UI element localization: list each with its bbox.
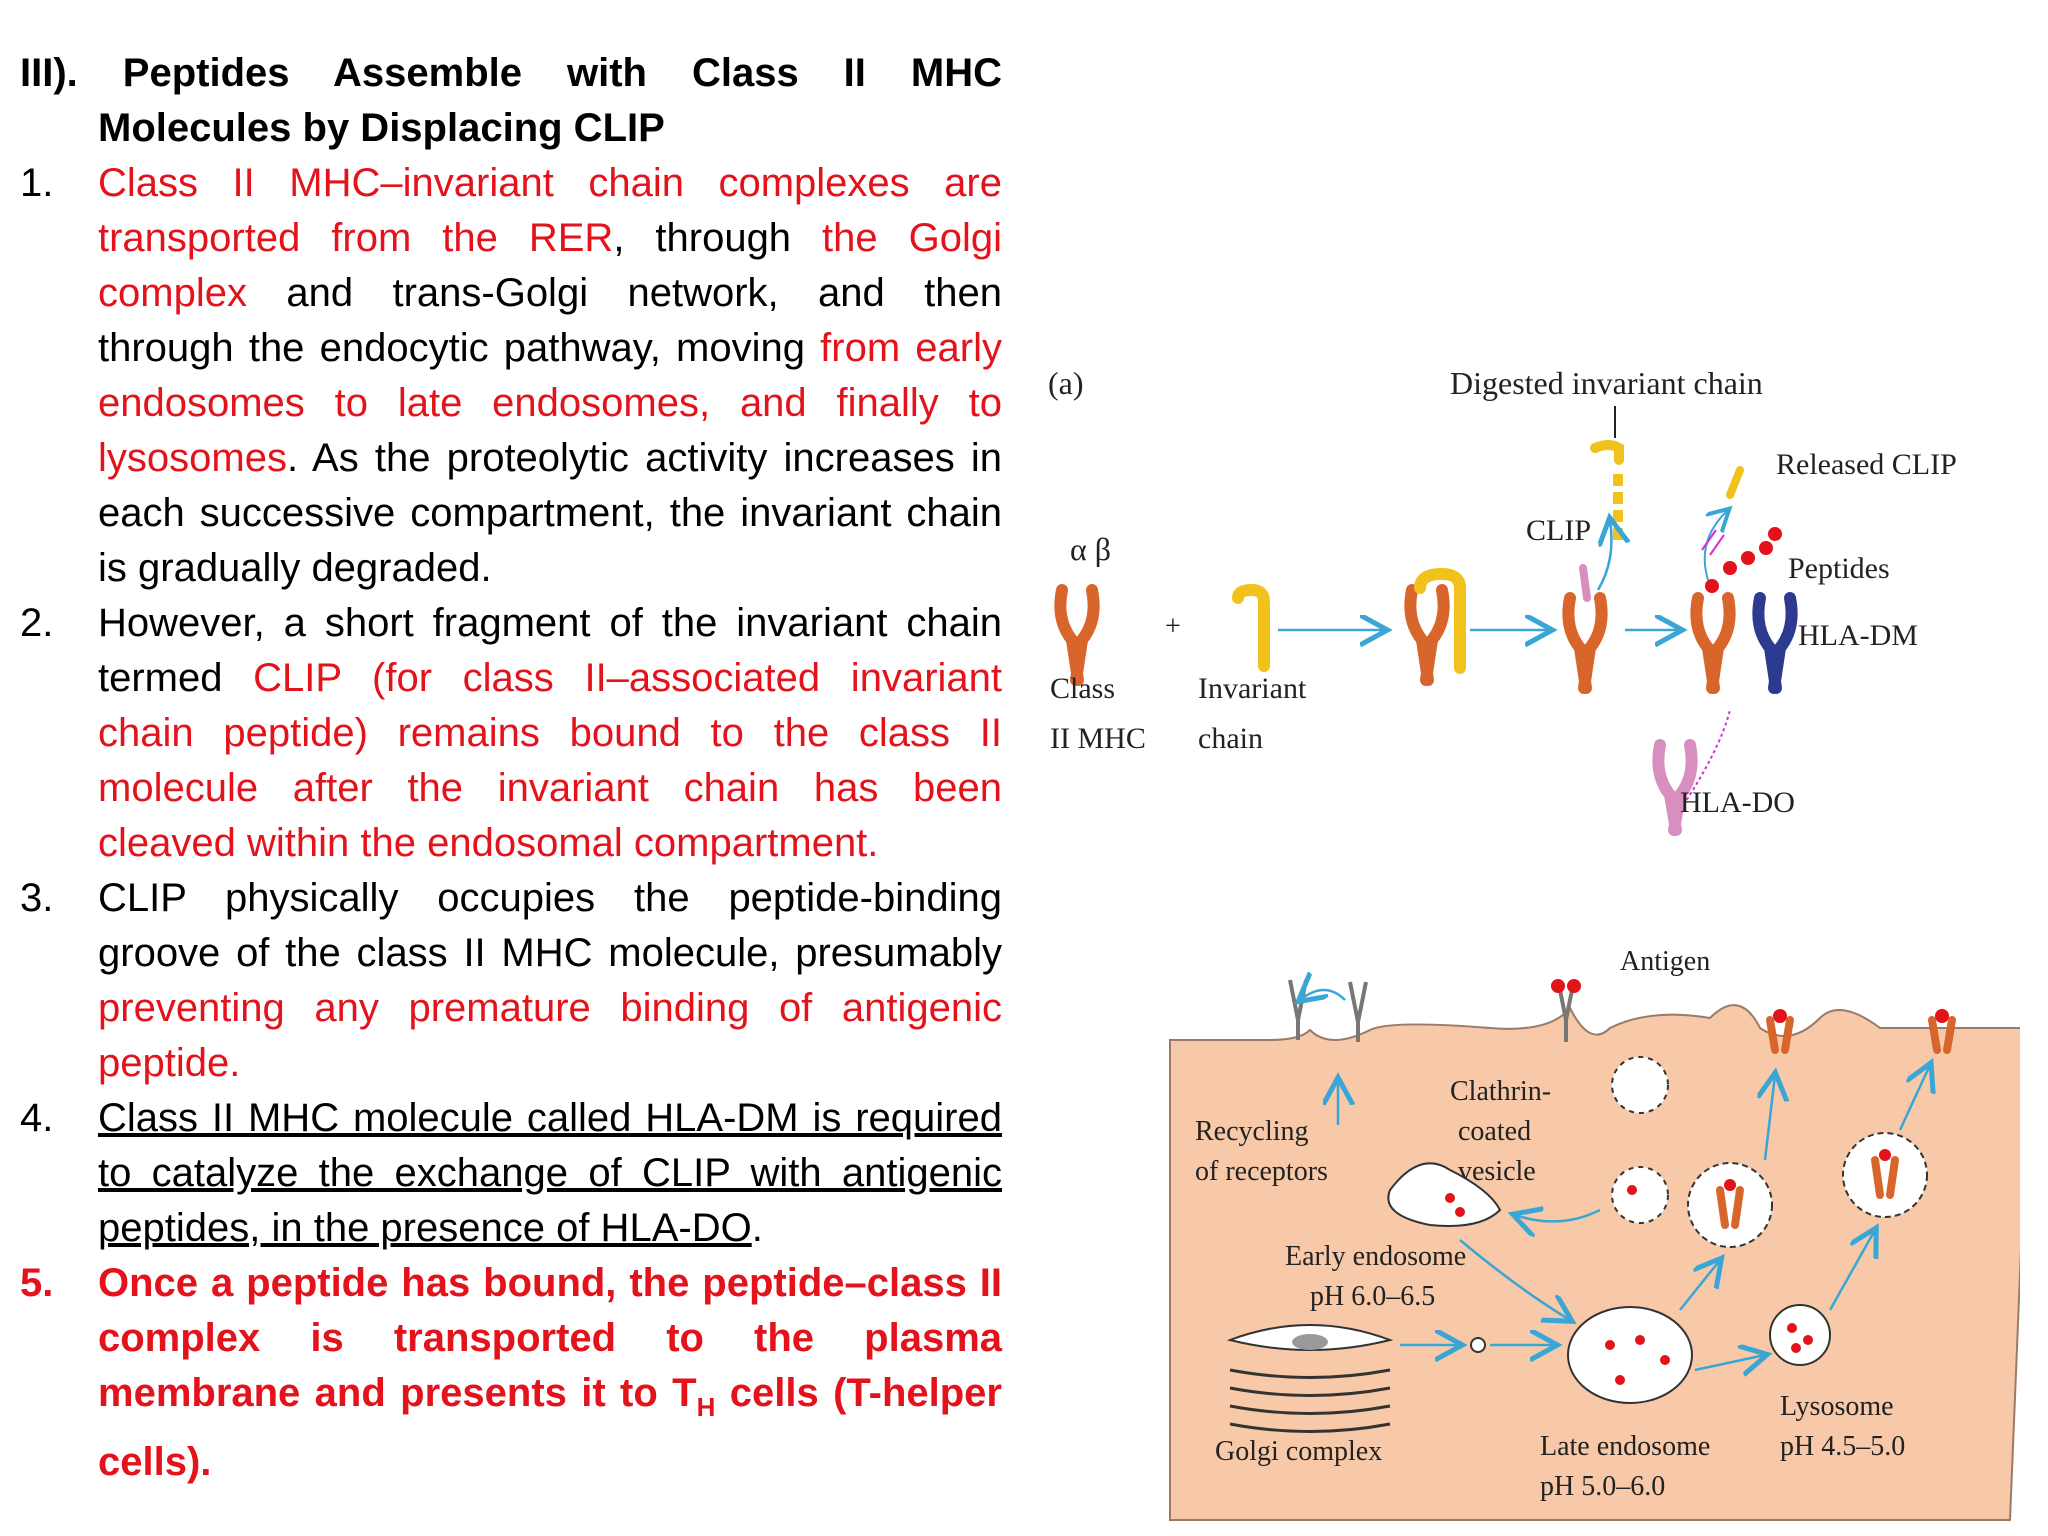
early-endosome-label: Early endosome xyxy=(1285,1241,1466,1272)
clathrin-label-2: coated xyxy=(1458,1116,1531,1147)
late-endosome-icon xyxy=(1567,1306,1693,1404)
list-item-text: Class II MHC–invariant chain complexes a… xyxy=(98,156,1002,596)
hla-dm-label: HLA-DM xyxy=(1798,619,1918,652)
text-segment: CLIP (for class II–associated invariant … xyxy=(98,656,1003,865)
list-item-number: 1. xyxy=(20,161,54,205)
mhc-clip-icon xyxy=(1562,564,1608,694)
text-segment: , through xyxy=(613,216,823,260)
hla-do-icon xyxy=(1652,739,1698,836)
peptides-label: Peptides xyxy=(1788,552,1890,585)
surface-mhc-icon xyxy=(1766,1009,1956,1054)
text-segment: and trans-Golgi network, and then throug… xyxy=(98,271,1002,370)
slide-text: III). Peptides Assemble with Class II MH… xyxy=(20,46,1002,1490)
digested-label: Digested invariant chain xyxy=(1450,365,1763,401)
antigen-receptor-icon xyxy=(1551,979,1581,1042)
alpha-beta-label: α β xyxy=(1070,531,1111,567)
list-item-text: However, a short fragment of the invaria… xyxy=(98,596,1002,871)
text-segment: from early endosomes to late endosomes, … xyxy=(98,326,1002,480)
list-item-number: 5. xyxy=(20,1261,54,1305)
released-clip-label: Released CLIP xyxy=(1776,448,1957,481)
clip-label: CLIP xyxy=(1526,514,1591,547)
early-endosome-icon xyxy=(1387,1162,1502,1227)
early-endosome-ph: pH 6.0–6.5 xyxy=(1310,1281,1435,1312)
late-endosome-ph: pH 5.0–6.0 xyxy=(1540,1471,1665,1502)
text-segment: Once a peptide has bound, the peptide–cl… xyxy=(98,1261,1002,1415)
class-label-2: II MHC xyxy=(1050,722,1146,755)
peptide-mhc-vesicle-icon xyxy=(1687,1132,1928,1248)
recycling-label-1: Recycling xyxy=(1195,1116,1309,1147)
list-item-number: 4. xyxy=(20,1096,54,1140)
invariant-chain-icon xyxy=(1232,583,1270,672)
list-item: 1. Class II MHC–invariant chain complexes… xyxy=(20,156,1002,596)
list-item: 3. CLIP physically occupies the peptide-b… xyxy=(20,871,1002,1091)
list-item-text: Class II MHC molecule called HLA-DM is r… xyxy=(98,1091,1002,1256)
list-item: 2. However, a short fragment of the invar… xyxy=(20,596,1002,871)
late-endosome-label: Late endosome xyxy=(1540,1431,1710,1462)
antigen-label: Antigen xyxy=(1620,946,1710,977)
cell-cytoplasm xyxy=(1169,1004,2020,1521)
list-item-text: Once a peptide has bound, the peptide–cl… xyxy=(98,1256,1002,1490)
text-segment: H xyxy=(696,1392,716,1422)
panel-label-a: (a) xyxy=(1048,365,1084,401)
text-segment: Class II MHC–invariant chain complexes a… xyxy=(98,161,1002,260)
receptor-icon xyxy=(1288,979,1368,1042)
section-heading-line2: Molecules by Displacing CLIP xyxy=(98,106,665,150)
golgi-complex-icon xyxy=(1226,1324,1394,1433)
invariant-label-2: chain xyxy=(1198,722,1263,755)
list-item: 4. Class II MHC molecule called HLA-DM is… xyxy=(20,1091,1002,1256)
text-segment: . As the proteolytic activity increases … xyxy=(98,436,1002,590)
list-item-number: 3. xyxy=(20,876,54,920)
text-segment: preventing any premature binding of anti… xyxy=(98,986,1002,1085)
golgi-label: Golgi complex xyxy=(1215,1436,1382,1467)
hla-dm-icon xyxy=(1752,592,1798,694)
section-number: III). xyxy=(20,51,78,95)
text-segment: cells (T-helper cells). xyxy=(98,1371,1002,1484)
lysosome-label: Lysosome xyxy=(1780,1391,1894,1422)
clathrin-label-1: Clathrin- xyxy=(1450,1076,1551,1107)
section-title: Peptides Assemble with Class II MHC xyxy=(122,51,1002,95)
lysosome-ph: pH 4.5–5.0 xyxy=(1780,1431,1905,1462)
text-segment: However, a short fragment of the invaria… xyxy=(98,601,1002,700)
peptides-icon xyxy=(1723,527,1782,575)
figure-b: Antigen Clathrin- coated vesicle Recycli… xyxy=(1169,946,2020,1521)
list-item-text: CLIP physically occupies the peptide-bin… xyxy=(98,871,1002,1091)
mhc-invariant-complex-icon xyxy=(1404,567,1466,686)
hla-do-label: HLA-DO xyxy=(1680,786,1795,819)
section-heading-line1: III). Peptides Assemble with Class II MH… xyxy=(20,46,1002,101)
recycling-label-2: of receptors xyxy=(1195,1156,1328,1187)
text-segment: Class II MHC molecule called HLA-DM is r… xyxy=(98,1096,1002,1250)
digested-invariant-icon xyxy=(1590,440,1624,540)
clathrin-vesicle-icon xyxy=(1611,1056,1669,1224)
figure-a: (a) Digested invariant chain α β + Class… xyxy=(1048,365,1957,836)
list-item: 5. Once a peptide has bound, the peptide–… xyxy=(20,1256,1002,1490)
invariant-label-1: Invariant xyxy=(1198,672,1307,705)
plus-sign: + xyxy=(1165,611,1181,642)
text-segment: the Golgi complex xyxy=(98,216,1002,315)
text-segment: CLIP physically occupies the peptide-bin… xyxy=(98,876,1002,975)
class-ii-mhc-icon xyxy=(1054,584,1100,686)
text-segment: . xyxy=(751,1206,763,1250)
mhc-exchange-icon xyxy=(1690,579,1736,694)
class-label-1: Class xyxy=(1050,672,1115,705)
lysosome-icon xyxy=(1769,1304,1831,1366)
bullet-list: 1. Class II MHC–invariant chain complexes… xyxy=(20,156,1002,1490)
list-item-number: 2. xyxy=(20,601,54,645)
